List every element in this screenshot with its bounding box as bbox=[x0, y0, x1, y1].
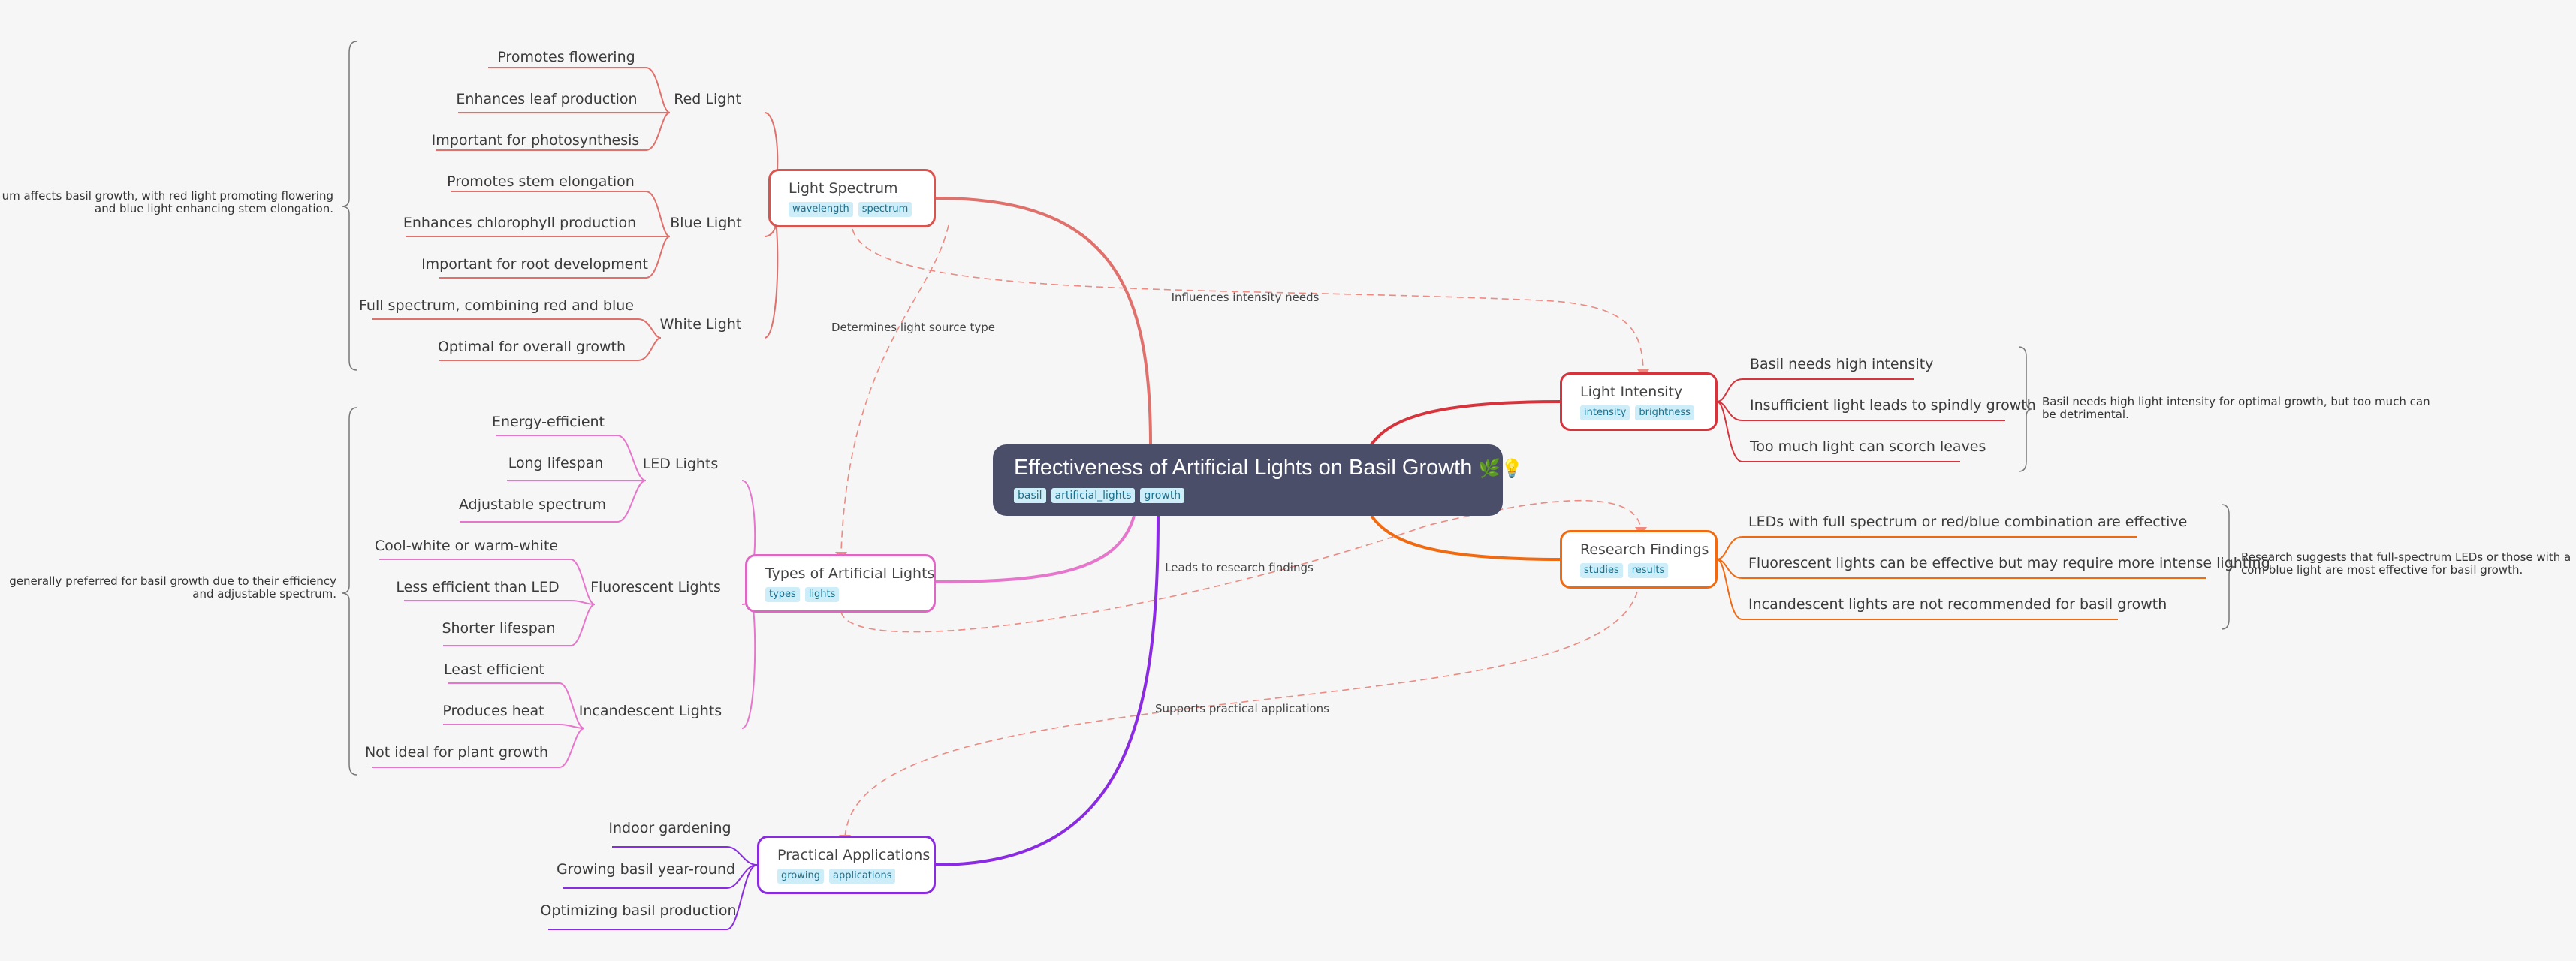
leaf-item[interactable]: Cool-white or warm-white bbox=[374, 538, 559, 554]
summary-note-intensity: Basil needs high light intensity for opt… bbox=[2042, 395, 2430, 421]
branch-light-spectrum[interactable]: Light Spectrum wavelength spectrum bbox=[768, 169, 936, 227]
leaf-item[interactable]: Optimizing basil production bbox=[540, 902, 737, 919]
edge-center-intensity bbox=[1370, 400, 1561, 446]
leaf-item[interactable]: Optimal for overall growth bbox=[437, 339, 626, 355]
central-topic-tags: basil artificial_lights growth bbox=[1014, 488, 1482, 503]
leaf-item[interactable]: Important for photosynthesis bbox=[431, 132, 640, 149]
subtopic-white-light[interactable]: White Light bbox=[659, 316, 742, 333]
leaf-item[interactable]: Enhances chlorophyll production bbox=[403, 215, 637, 231]
relation-supports-path bbox=[844, 591, 1638, 838]
lightbulb-icon: 💡 bbox=[1501, 459, 1524, 479]
subtopic-red-light[interactable]: Red Light bbox=[674, 91, 741, 107]
branch-title: Research Findings bbox=[1580, 541, 1709, 558]
tag[interactable]: brightness bbox=[1635, 405, 1694, 420]
tag[interactable]: basil bbox=[1014, 488, 1046, 503]
relation-determines-path bbox=[840, 224, 949, 553]
leaf-icon: 🌿 bbox=[1478, 459, 1501, 479]
leaf-item[interactable]: Least efficient bbox=[444, 661, 544, 678]
leaf-item[interactable]: Less efficient than LED bbox=[396, 579, 560, 595]
leaf-item[interactable]: Energy-efficient bbox=[491, 414, 605, 430]
subtopic-fluorescent-lights[interactable]: Fluorescent Lights bbox=[590, 579, 721, 595]
tag[interactable]: applications bbox=[829, 869, 896, 884]
branch-tags: wavelength spectrum bbox=[789, 202, 915, 217]
leaf-item[interactable]: Promotes stem elongation bbox=[447, 173, 635, 190]
tag[interactable]: artificial_lights bbox=[1051, 488, 1136, 503]
tag[interactable]: studies bbox=[1580, 563, 1623, 578]
leaf-item[interactable]: Adjustable spectrum bbox=[458, 496, 607, 513]
edge-center-spectrum bbox=[935, 197, 1152, 446]
leaf-item[interactable]: Enhances leaf production bbox=[456, 91, 638, 107]
intensity-subedges bbox=[1716, 378, 2005, 462]
branch-tags: types lights bbox=[765, 587, 915, 602]
leaf-item[interactable]: Incandescent lights are not recommended … bbox=[1748, 596, 2167, 613]
tag[interactable]: lights bbox=[804, 587, 840, 602]
leaf-item[interactable]: Basil needs high intensity bbox=[1750, 356, 1934, 372]
branch-title: Practical Applications bbox=[777, 847, 931, 863]
branch-title: Types of Artificial Lights bbox=[765, 565, 935, 582]
leaf-item[interactable]: Full spectrum, combining red and blue bbox=[359, 297, 634, 314]
tag[interactable]: types bbox=[765, 587, 800, 602]
research-subedges bbox=[1716, 536, 2206, 620]
summary-note-research: Research suggests that full-spectrum LED… bbox=[2241, 550, 2571, 577]
branch-tags: studies results bbox=[1580, 563, 1697, 578]
branch-practical-applications[interactable]: Practical Applications growing applicati… bbox=[757, 836, 936, 894]
branch-title: Light Spectrum bbox=[789, 180, 898, 197]
branch-research-findings[interactable]: Research Findings studies results bbox=[1560, 530, 1718, 589]
central-topic-title: Effectiveness of Artificial Lights on Ba… bbox=[1014, 452, 1523, 485]
tag[interactable]: intensity bbox=[1580, 405, 1630, 420]
leaf-item[interactable]: Promotes flowering bbox=[497, 49, 635, 65]
branch-light-intensity[interactable]: Light Intensity intensity brightness bbox=[1560, 372, 1718, 431]
subtopic-led-lights[interactable]: LED Lights bbox=[642, 456, 719, 472]
tag[interactable]: results bbox=[1627, 563, 1669, 578]
leaf-item[interactable]: Important for root development bbox=[421, 256, 648, 273]
leaf-item[interactable]: Produces heat bbox=[442, 703, 544, 719]
relation-label-influences[interactable]: Influences intensity needs bbox=[1171, 291, 1320, 304]
tag[interactable]: wavelength bbox=[789, 202, 853, 217]
branch-tags: intensity brightness bbox=[1580, 405, 1697, 420]
leaf-item[interactable]: Insufficient light leads to spindly grow… bbox=[1750, 397, 2036, 414]
tag[interactable]: growing bbox=[777, 869, 824, 884]
leaf-item[interactable]: Not ideal for plant growth bbox=[364, 744, 549, 761]
branch-types-of-lights[interactable]: Types of Artificial Lights types lights bbox=[745, 554, 936, 613]
relation-influences-path bbox=[852, 228, 1644, 369]
leaf-item[interactable]: LEDs with full spectrum or red/blue comb… bbox=[1748, 514, 2188, 530]
leaf-item[interactable]: Indoor gardening bbox=[608, 820, 731, 836]
edge-center-research bbox=[1370, 514, 1561, 561]
leaf-item[interactable]: Fluorescent lights can be effective but … bbox=[1748, 555, 2270, 571]
relation-label-supports[interactable]: Supports practical applications bbox=[1155, 702, 1329, 715]
relation-arrowheads bbox=[835, 369, 1649, 844]
central-topic[interactable]: Effectiveness of Artificial Lights on Ba… bbox=[993, 444, 1523, 516]
tag[interactable]: spectrum bbox=[858, 202, 912, 217]
tag[interactable]: growth bbox=[1140, 488, 1185, 503]
leaf-item[interactable]: Growing basil year-round bbox=[556, 861, 736, 878]
edge-center-types bbox=[935, 515, 1136, 583]
subtopic-incandescent-lights[interactable]: Incandescent Lights bbox=[578, 703, 722, 719]
note-braces bbox=[341, 41, 2236, 776]
subtopic-blue-light[interactable]: Blue Light bbox=[670, 215, 742, 231]
practical-subedges bbox=[548, 846, 758, 930]
central-topic-text: Effectiveness of Artificial Lights on Ba… bbox=[1014, 456, 1473, 480]
leaf-item[interactable]: Shorter lifespan bbox=[442, 620, 556, 637]
relation-edges bbox=[840, 224, 1644, 838]
summary-note-spectrum: um affects basil growth, with red light … bbox=[2, 189, 333, 215]
summary-note-types: generally preferred for basil growth due… bbox=[9, 574, 336, 601]
branch-tags: growing applications bbox=[777, 869, 915, 884]
leaf-item[interactable]: Too much light can scorch leaves bbox=[1750, 438, 1986, 455]
relation-leads-path bbox=[840, 499, 1642, 633]
edge-center-practical bbox=[935, 515, 1160, 866]
leaf-item[interactable]: Long lifespan bbox=[508, 455, 604, 471]
relation-label-determines[interactable]: Determines light source type bbox=[831, 321, 995, 334]
branch-title: Light Intensity bbox=[1580, 384, 1683, 400]
relation-label-leads[interactable]: Leads to research findings bbox=[1165, 561, 1314, 574]
